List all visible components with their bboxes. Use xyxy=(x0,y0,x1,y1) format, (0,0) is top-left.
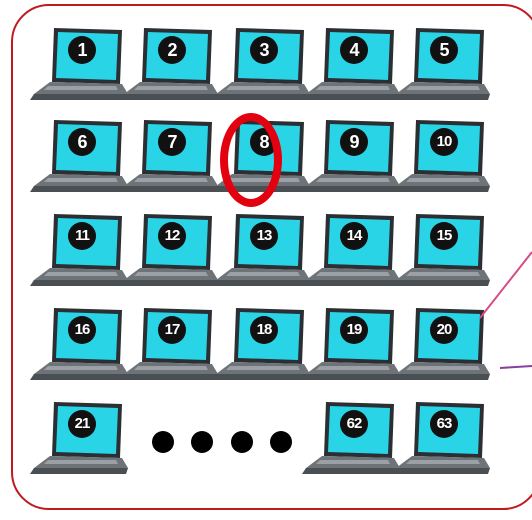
pointer-line-pink xyxy=(480,252,532,318)
highlight-ring xyxy=(220,113,282,207)
pointer-line-purple xyxy=(500,366,532,368)
